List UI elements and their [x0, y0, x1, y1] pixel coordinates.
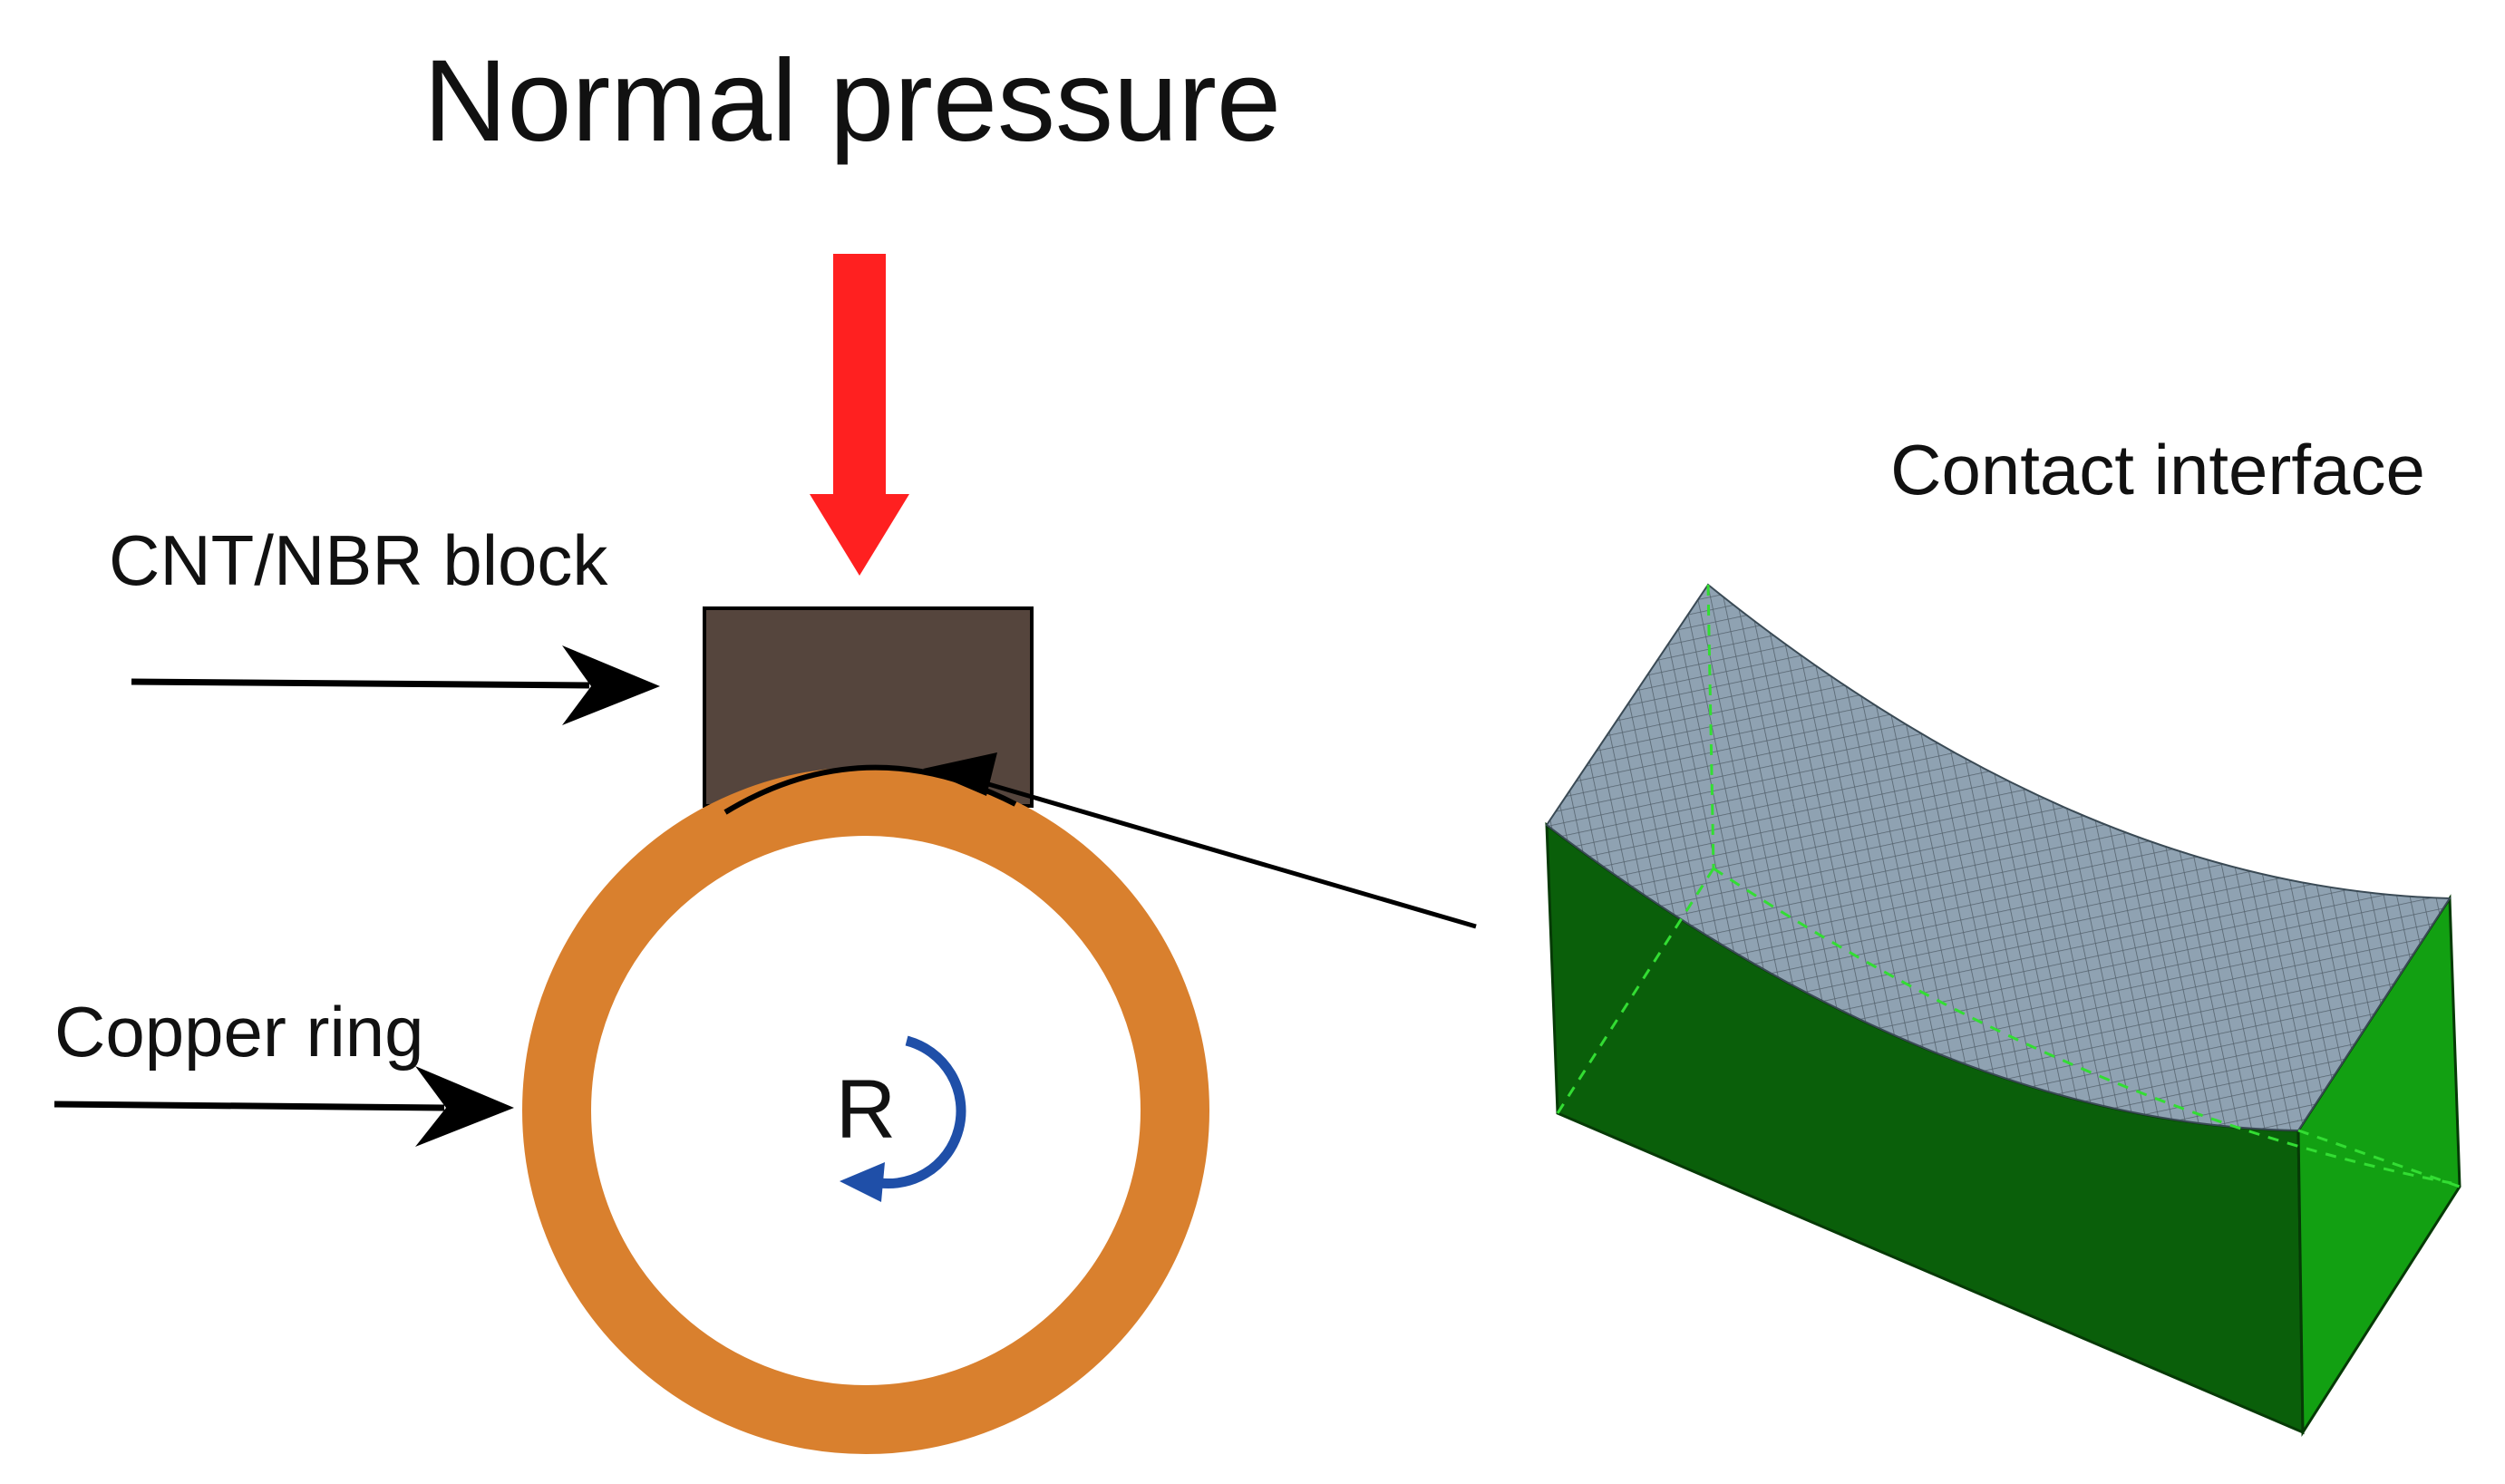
copper-ring	[522, 767, 1209, 1454]
contact-interface-model	[1545, 583, 2461, 1438]
block-pointer-arrow	[131, 645, 660, 725]
interface-label: Contact interface	[1890, 430, 2425, 509]
rotation-label: R	[836, 1063, 896, 1156]
hidden-edges	[1556, 584, 2461, 1188]
pressure-arrow-icon	[810, 254, 909, 576]
meshed-contact-surface	[1545, 583, 2452, 1132]
ring-label: Copper ring	[54, 992, 424, 1072]
ring-pointer-arrow	[53, 1066, 514, 1147]
block-label: CNT/NBR block	[109, 520, 608, 600]
interface-leader-arrow	[923, 752, 1477, 929]
diagram-title: Normal pressure	[423, 36, 1281, 166]
rotate-counterclockwise-icon	[840, 1035, 966, 1202]
